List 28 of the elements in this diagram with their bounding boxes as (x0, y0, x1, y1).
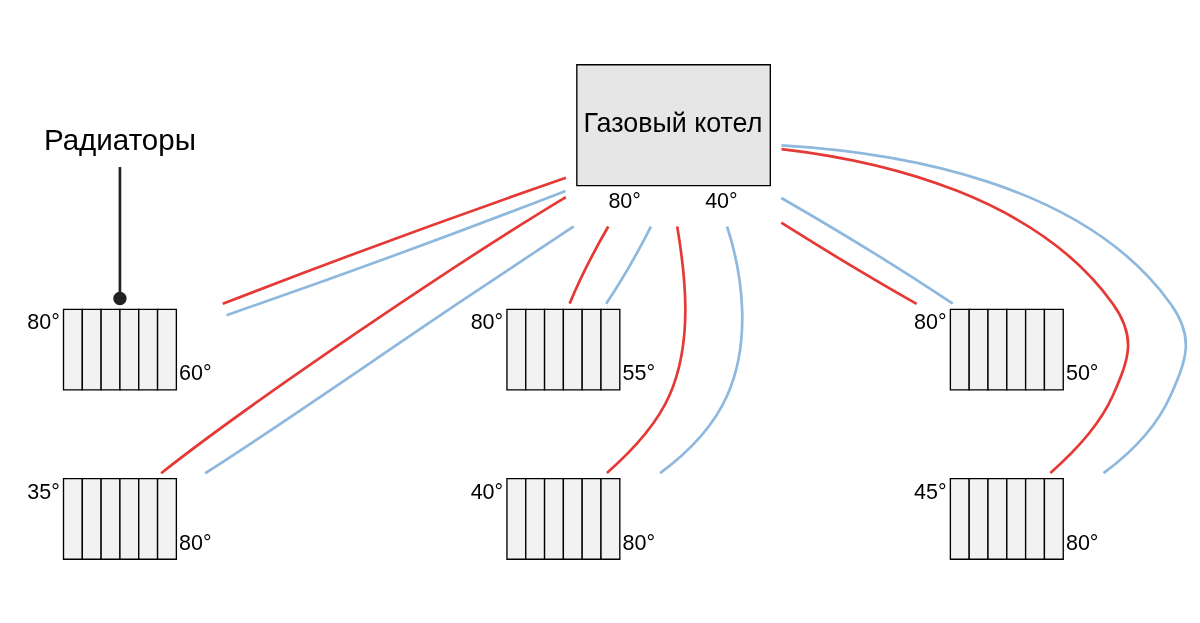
node-label: 80° (608, 188, 641, 213)
node-label: 80° (179, 530, 212, 555)
connector (222, 176, 567, 305)
connector (606, 225, 687, 474)
connector (659, 225, 744, 474)
connector (204, 224, 575, 474)
node-label: 35° (27, 479, 60, 504)
node-text: Радиаторы (43, 122, 196, 156)
connector (780, 196, 954, 305)
connector (568, 225, 610, 304)
node-label: 80° (470, 309, 504, 334)
node-label: 80° (27, 309, 60, 334)
node-label: 80° (914, 309, 947, 334)
connector (160, 195, 567, 474)
node-label: 50° (1065, 360, 1099, 385)
connector (781, 143, 1188, 474)
node-label: 60° (179, 360, 212, 385)
node-label: 40° (705, 188, 738, 213)
node-label: 40° (470, 479, 504, 504)
node-label: 80° (622, 530, 656, 555)
connector (780, 221, 918, 305)
connector (113, 166, 127, 305)
node-label: 45° (914, 479, 947, 504)
connector (226, 189, 567, 316)
connector (605, 225, 653, 304)
node-label: 80° (1065, 530, 1099, 555)
connector (781, 147, 1130, 474)
node-label: 55° (622, 360, 656, 385)
